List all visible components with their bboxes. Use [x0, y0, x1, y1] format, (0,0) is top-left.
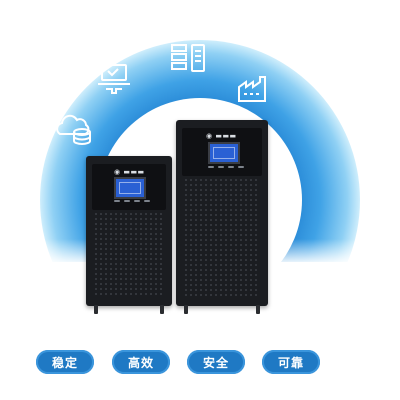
ups-front-panel: ◉ ▬▬▬ — [182, 128, 262, 176]
foot — [256, 305, 260, 314]
factory-icon — [238, 76, 266, 102]
lcd-display — [208, 142, 240, 164]
feature-label: 稳定 — [51, 355, 78, 370]
control-buttons — [208, 166, 244, 168]
feature-pill-stable: 稳定 — [36, 350, 94, 374]
foot — [184, 305, 188, 314]
feature-label: 可靠 — [277, 355, 304, 370]
control-buttons — [114, 200, 150, 202]
cloud-database-icon — [56, 114, 91, 145]
feature-pill-reliable: 可靠 — [262, 350, 320, 374]
lcd-display — [114, 177, 146, 199]
feature-label: 安全 — [202, 355, 229, 370]
vent-grille — [184, 178, 260, 296]
ups-tower-large: ◉ ▬▬▬ — [176, 120, 268, 314]
brand-logo: ◉ ▬▬▬ — [114, 168, 145, 176]
brand-logo: ◉ ▬▬▬ — [206, 132, 237, 140]
vent-grille — [94, 212, 164, 296]
ups-front-panel: ◉ ▬▬▬ — [92, 164, 166, 210]
foot — [94, 305, 98, 314]
laptop-network-icon — [98, 64, 130, 94]
ups-tower-small: ◉ ▬▬▬ — [86, 156, 172, 314]
feature-label: 高效 — [127, 355, 154, 370]
feature-pill-efficient: 高效 — [112, 350, 170, 374]
feature-pill-safe: 安全 — [187, 350, 245, 374]
server-rack-icon — [171, 44, 205, 72]
foot — [160, 305, 164, 314]
